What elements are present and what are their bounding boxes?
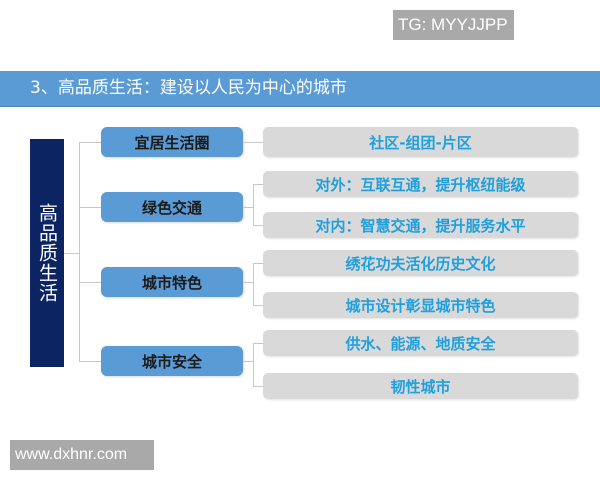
connector-leaf-4b	[253, 386, 263, 387]
watermark-top: TG: MYYJJPP	[393, 10, 514, 40]
connector-root	[64, 253, 79, 254]
connector-sub-2-vertical	[253, 184, 254, 225]
connector-leaf-3b	[253, 305, 263, 306]
connector-sub-3-vertical	[253, 263, 254, 305]
connector-sub-4-vertical	[253, 343, 254, 386]
branch-node-livable-circle: 宜居生活圈	[101, 127, 243, 157]
connector-branch-2	[79, 207, 101, 208]
leaf-node-external-transport: 对外：互联互通，提升枢纽能级	[263, 171, 578, 197]
connector-sub-3	[243, 282, 253, 283]
root-label: 高品质生活	[36, 203, 58, 303]
connector-branch-1	[79, 142, 101, 143]
connector-leaf-3a	[253, 263, 263, 264]
leaf-node-historic-culture: 绣花功夫活化历史文化	[263, 250, 578, 276]
leaf-node-community: 社区-组团-片区	[263, 127, 578, 157]
connector-leaf-2b	[253, 225, 263, 226]
branch-node-green-transport: 绿色交通	[101, 192, 243, 222]
connector-branch-4	[79, 361, 101, 362]
watermark-bottom: www.dxhnr.com	[10, 440, 154, 470]
connector-branch-3	[79, 282, 101, 283]
header-bar: 3、高品质生活：建设以人民为中心的城市	[0, 71, 600, 107]
leaf-node-resilient-city: 韧性城市	[263, 373, 578, 399]
connector-sub-2	[243, 207, 253, 208]
branch-node-city-safety: 城市安全	[101, 346, 243, 376]
connector-leaf-4a	[253, 343, 263, 344]
connector-leaf-1	[243, 142, 263, 143]
leaf-node-urban-design: 城市设计彰显城市特色	[263, 292, 578, 318]
branch-node-city-features: 城市特色	[101, 267, 243, 297]
connector-sub-4	[243, 361, 253, 362]
connector-trunk	[79, 142, 80, 362]
page-title: 3、高品质生活：建设以人民为中心的城市	[30, 78, 347, 98]
leaf-node-utility-safety: 供水、能源、地质安全	[263, 330, 578, 356]
leaf-node-internal-transport: 对内：智慧交通，提升服务水平	[263, 212, 578, 238]
connector-leaf-2a	[253, 184, 263, 185]
root-node: 高品质生活	[30, 139, 64, 367]
